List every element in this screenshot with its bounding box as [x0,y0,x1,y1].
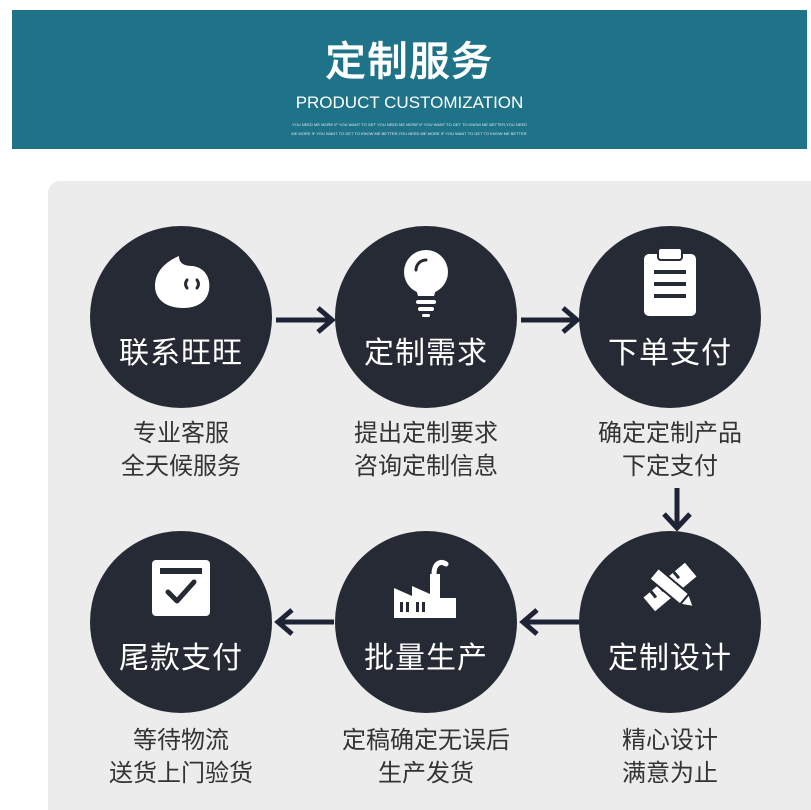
step-desc-line: 精心设计 [622,726,718,754]
step-circle-design: 定制设计 [579,531,761,713]
step-desc-line: 送货上门验货 [109,759,253,787]
step-desc-line: 定稿确定无误后 [342,726,510,754]
page-title: 定制服务 [325,39,494,85]
arrow-left-icon [274,608,334,636]
tagline-line-1: YOU NEED ME MORE IF YOU WANT TO GET YOU … [292,122,527,127]
step-desc-line: 生产发货 [378,759,474,787]
step-circle-final-payment: 尾款支付 [90,531,272,713]
clipboard-icon [644,247,696,316]
step-label: 定制设计 [608,641,732,676]
step-label: 下单支付 [608,336,732,371]
step-label: 尾款支付 [119,641,243,676]
step-circle-production: 批量生产 [335,531,517,713]
step-circle-order: 下单支付 [579,226,761,408]
pencil-ruler-icon [643,562,697,612]
arrow-right-icon [521,306,581,334]
step-desc-line: 全天候服务 [121,452,241,480]
step-desc-line: 下定支付 [622,452,718,480]
step-desc-line: 等待物流 [133,726,229,754]
step-label: 定制需求 [364,336,488,371]
step-circle-contact: 联系旺旺 [90,226,272,408]
arrow-left-icon [519,608,579,636]
checkbox-icon [152,560,210,616]
lightbulb-icon [404,250,448,317]
arrow-right-icon [276,306,336,334]
page-subtitle: PRODUCT CUSTOMIZATION [295,93,524,112]
step-label: 联系旺旺 [119,336,243,371]
chat-bubble-icon [155,256,210,308]
step-label: 批量生产 [364,641,488,676]
header-banner: 定制服务 PRODUCT CUSTOMIZATION YOU NEED ME M… [12,10,807,149]
step-desc-line: 专业客服 [133,419,229,447]
arrow-down-icon [662,488,692,532]
step-desc-line: 确定定制产品 [598,419,742,447]
factory-icon [394,559,456,618]
step-desc-line: 咨询定制信息 [354,452,498,480]
tagline-line-2: ME MORE IF YOU WANT TO GET TO KNOW ME BE… [291,131,528,136]
step-desc-line: 满意为止 [622,759,718,787]
step-desc-line: 提出定制要求 [354,419,498,447]
step-circle-requirement: 定制需求 [335,226,517,408]
